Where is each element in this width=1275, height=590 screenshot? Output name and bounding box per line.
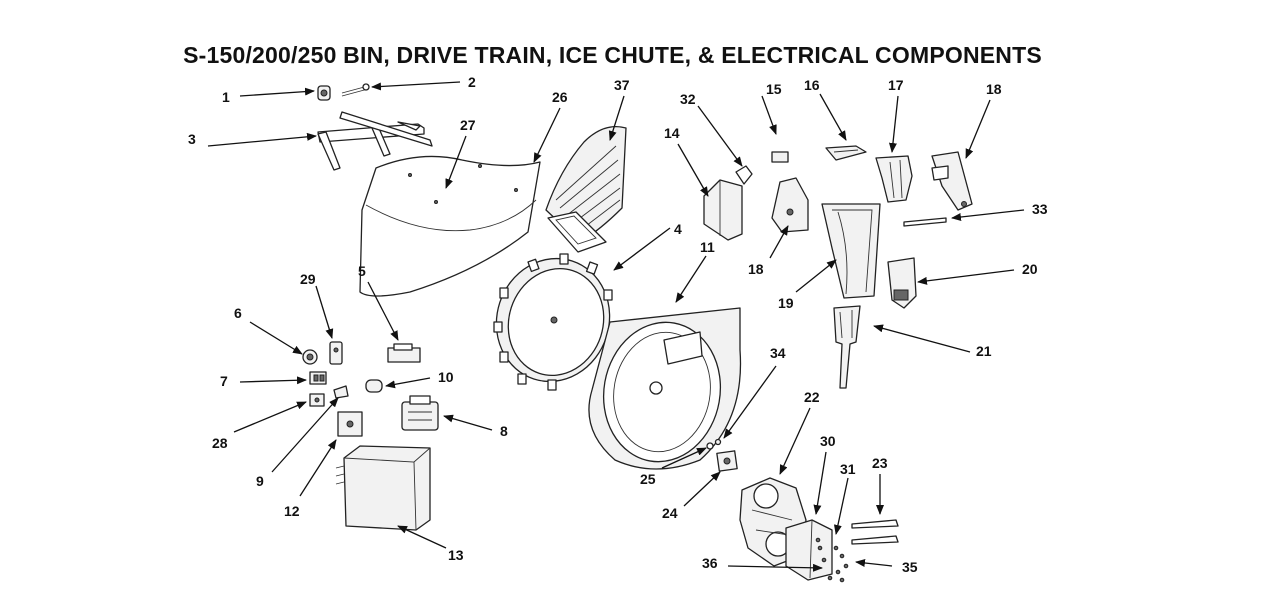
- callout-32: 32: [680, 91, 696, 107]
- part-23-pins: [851, 519, 899, 545]
- part-19-ice-chute: [821, 203, 881, 299]
- callout-23: 23: [872, 455, 888, 471]
- part-25-washer: [706, 442, 714, 450]
- callout-30: 30: [820, 433, 836, 449]
- part-3-shaft: [317, 111, 433, 171]
- callout-4: 4: [674, 221, 682, 237]
- part-13-electrical-box: [335, 445, 431, 531]
- callout-labels: 1 2 3 27 26 37 32 15 16 17 18 14 33 4 11…: [188, 74, 1048, 575]
- part-24-bearing-plate: [716, 450, 738, 472]
- part-20-chute-guard: [887, 257, 917, 309]
- part-31-screws: [827, 545, 849, 583]
- callout-8: 8: [500, 423, 508, 439]
- part-28-connector: [309, 393, 325, 407]
- callout-20: 20: [1022, 261, 1038, 277]
- callout-11: 11: [700, 239, 715, 255]
- callout-22: 22: [804, 389, 820, 405]
- callout-27: 27: [460, 117, 476, 133]
- callout-1: 1: [222, 89, 230, 105]
- part-12-switch-plate: [337, 411, 363, 437]
- part-10-capacitor: [365, 379, 383, 393]
- callout-25: 25: [640, 471, 656, 487]
- callout-28: 28: [212, 435, 228, 451]
- callout-9: 9: [256, 473, 264, 489]
- part-14-chute-section: [703, 179, 743, 241]
- callout-19: 19: [778, 295, 794, 311]
- callout-2: 2: [468, 74, 476, 90]
- callout-35: 35: [902, 559, 918, 575]
- part-8-transformer: [401, 395, 439, 431]
- part-15-block: [771, 151, 789, 163]
- part-4-impeller-wheel: [493, 253, 613, 391]
- callout-5: 5: [358, 263, 366, 279]
- callout-15: 15: [766, 81, 782, 97]
- leader-lines: [207, 81, 1025, 572]
- callout-31: 31: [840, 461, 856, 477]
- part-29-switch: [329, 341, 343, 365]
- part-33-rod: [903, 217, 947, 227]
- part-7-terminal-block: [309, 371, 327, 385]
- part-18-bracket: [771, 177, 809, 233]
- callout-24: 24: [662, 505, 678, 521]
- diagram-title: S-150/200/250 BIN, DRIVE TRAIN, ICE CHUT…: [183, 42, 1042, 68]
- callout-18-mid: 18: [748, 261, 764, 277]
- part-5-relay: [387, 343, 421, 363]
- part-34-screw: [714, 438, 722, 446]
- callout-36: 36: [702, 555, 718, 571]
- callout-7: 7: [220, 373, 228, 389]
- callout-3: 3: [188, 131, 196, 147]
- part-30-motor-bracket: [785, 519, 833, 581]
- callout-33: 33: [1032, 201, 1048, 217]
- callout-13: 13: [448, 547, 464, 563]
- part-16-tab: [825, 145, 867, 161]
- callout-10: 10: [438, 369, 454, 385]
- part-11-impeller-housing: [588, 307, 742, 470]
- part-21-lever: [833, 305, 861, 389]
- callout-6: 6: [234, 305, 242, 321]
- part-9-clip: [333, 385, 349, 399]
- callout-26: 26: [552, 89, 568, 105]
- part-17-bracket: [875, 155, 913, 203]
- callout-12: 12: [284, 503, 300, 519]
- callout-21: 21: [976, 343, 992, 359]
- callout-14: 14: [664, 125, 680, 141]
- callout-29: 29: [300, 271, 316, 287]
- part-6-grommet: [302, 349, 318, 365]
- part-1-bushing: [317, 85, 331, 101]
- callout-34: 34: [770, 345, 786, 361]
- part-2-clip: [341, 83, 370, 97]
- callout-37: 37: [614, 77, 630, 93]
- part-18-mount-plate: [931, 151, 973, 211]
- callout-17: 17: [888, 77, 904, 93]
- callout-18-top: 18: [986, 81, 1002, 97]
- callout-16: 16: [804, 77, 820, 93]
- part-37-deflector: [545, 125, 627, 253]
- part-32-clip: [735, 165, 753, 185]
